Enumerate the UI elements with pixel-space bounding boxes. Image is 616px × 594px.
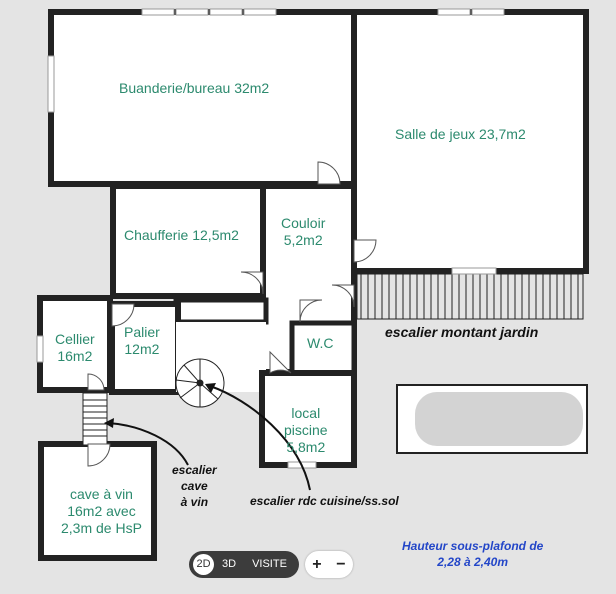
- view-toolbar: 2D 3D VISITE + −: [189, 551, 353, 578]
- arrowheads: [104, 383, 216, 428]
- note-escalier-cave-line3: à vin: [180, 495, 209, 509]
- label-couloir: Couloir 5,2m2: [281, 215, 325, 249]
- label-buanderie: Buanderie/bureau 32m2: [119, 80, 270, 96]
- label-chaufferie: Chaufferie 12,5m2: [124, 227, 239, 243]
- label-cave-line1: cave à vin: [69, 486, 133, 502]
- label-salle-de-jeux: Salle de jeux 23,7m2: [395, 126, 526, 142]
- label-wc: W.C: [307, 335, 334, 351]
- note-escalier-cave: escalier cave à vin: [172, 462, 217, 510]
- corridor-link: [173, 297, 269, 325]
- arrows: [107, 385, 311, 491]
- spiral-staircase: [175, 358, 225, 408]
- label-cellier: Cellier 16m2: [55, 331, 95, 365]
- note-hauteur-line2: 2,28 à 2,40m: [437, 555, 509, 569]
- label-couloir-line2: 5,2m2: [283, 232, 323, 248]
- note-hauteur: Hauteur sous-plafond de 2,28 à 2,40m: [402, 538, 543, 570]
- label-piscine-line3: 5,8m2: [286, 439, 326, 455]
- note-escalier-jardin: escalier montant jardin: [385, 324, 539, 340]
- note-hauteur-line1: Hauteur sous-plafond de: [402, 539, 544, 553]
- label-cave-line2: 16m2 avec: [67, 503, 136, 519]
- zoom-group: + −: [304, 551, 353, 578]
- label-piscine-line2: piscine: [284, 422, 328, 438]
- zoom-in-button[interactable]: +: [312, 556, 322, 573]
- room-salle-de-jeux: [351, 9, 589, 274]
- label-cave-line3: 2,3m de HsP: [61, 520, 142, 536]
- view-mode-group: 2D 3D VISITE: [189, 551, 299, 578]
- label-palier-line2: 12m2: [124, 341, 160, 357]
- room-cellier: [37, 295, 113, 393]
- doors: [87, 161, 377, 467]
- room-local-piscine: [259, 370, 357, 468]
- stairs-cave: [82, 392, 108, 446]
- note-escalier-rdc: escalier rdc cuisine/ss.sol: [250, 494, 399, 508]
- zoom-out-button[interactable]: −: [336, 556, 346, 573]
- note-escalier-cave-line1: escalier: [172, 463, 217, 477]
- piscine-blur: [415, 392, 583, 446]
- stairs-jardin: [356, 273, 584, 320]
- label-couloir-line1: Couloir: [281, 215, 326, 231]
- note-escalier-cave-line2: cave: [181, 479, 208, 493]
- label-piscine-line1: local: [291, 405, 321, 421]
- label-cellier-line1: Cellier: [55, 331, 95, 347]
- label-palier: Palier 12m2: [124, 324, 160, 358]
- view-2d-button[interactable]: 2D: [193, 554, 214, 575]
- view-visite-button[interactable]: VISITE: [252, 558, 287, 570]
- label-cave-a-vin: cave à vin 16m2 avec 2,3m de HsP: [61, 486, 142, 537]
- room-chaufferie: [110, 183, 266, 299]
- label-palier-line1: Palier: [124, 324, 160, 340]
- room-wc: [289, 320, 357, 376]
- room-buanderie: [48, 9, 357, 187]
- view-3d-button[interactable]: 3D: [222, 558, 237, 570]
- label-cellier-line2: 16m2: [57, 348, 93, 364]
- label-local-piscine: local piscine 5,8m2: [284, 405, 328, 456]
